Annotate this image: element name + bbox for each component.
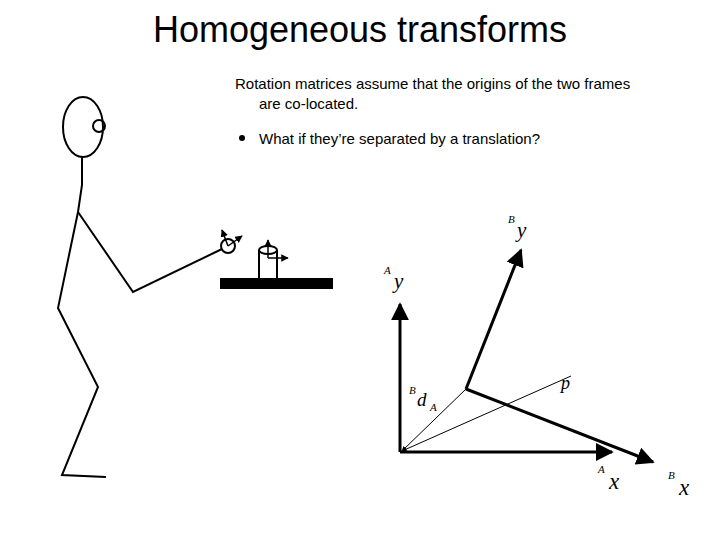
frame-a: [400, 304, 612, 452]
frame-superscript: B: [508, 214, 515, 225]
axis-label: x: [609, 470, 619, 493]
body-text: Rotation matrices assume that the origin…: [235, 74, 655, 115]
frame-superscript: A: [598, 464, 605, 475]
slide-title: Homogeneous transforms: [0, 12, 720, 48]
table-and-cylinder: [221, 240, 332, 288]
frame-superscript: A: [384, 265, 391, 276]
vector-label: d: [417, 390, 427, 409]
frame-superscript: B: [668, 470, 675, 481]
translation-and-point: [402, 376, 571, 451]
frame-b: [466, 250, 653, 462]
axis-label: y: [394, 271, 403, 292]
bullet: [239, 135, 245, 141]
axis-label: x: [679, 476, 689, 499]
frame-subscript: A: [430, 402, 437, 413]
stick-figure: [58, 97, 222, 477]
bullet-text: What if they’re separated by a translati…: [259, 129, 679, 149]
frame-superscript: B: [409, 385, 416, 396]
point-label: p: [561, 374, 570, 392]
axis-label: y: [517, 220, 526, 241]
gripper: [221, 230, 242, 253]
